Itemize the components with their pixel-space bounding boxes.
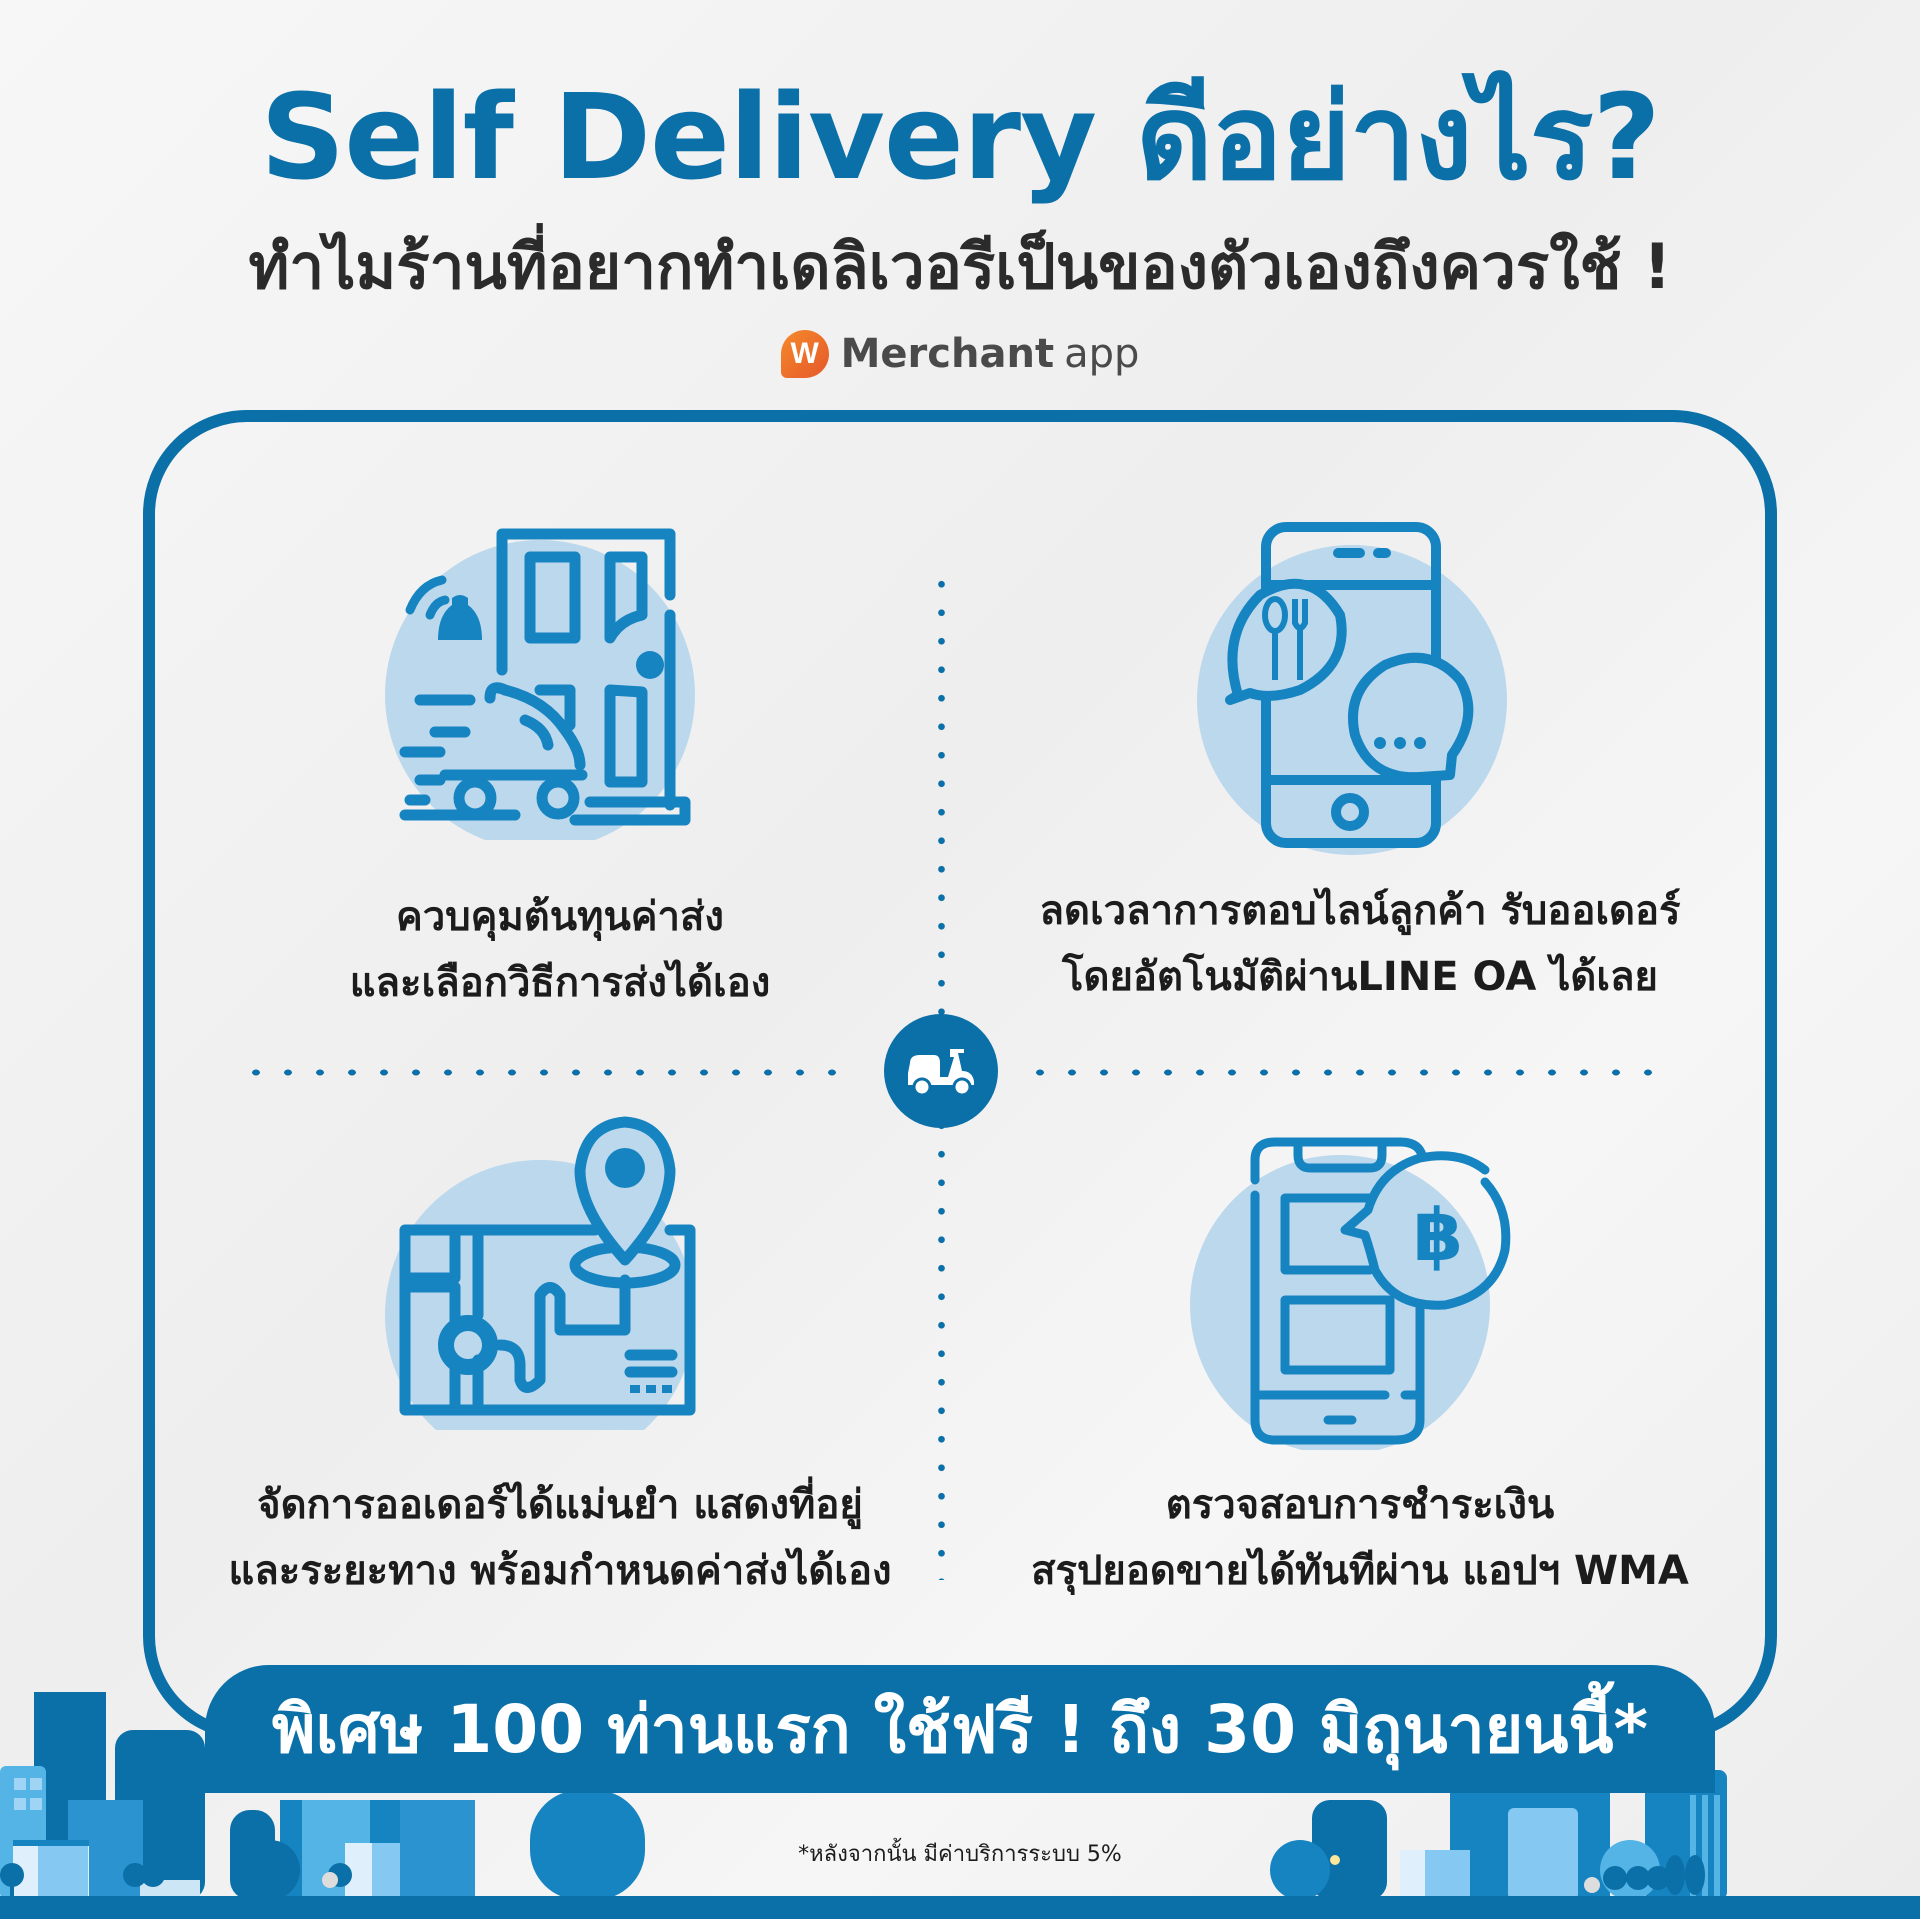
svg-text:฿: ฿ — [1413, 1193, 1463, 1277]
feature-1-text: ควบคุมต้นทุนค่าส่ง และเลือกวิธีการส่งได้… — [200, 884, 920, 1016]
feature-3-icon-wrap — [380, 1110, 720, 1470]
promo-banner: พิเศษ 100 ท่านแรก ใช้ฟรี ! ถึง 30 มิถุนา… — [205, 1665, 1715, 1793]
brand-suffix: app — [1064, 331, 1140, 377]
feature-4-text: ตรวจสอบการชำระเงิน สรุปยอดขายได้ทันทีผ่า… — [1000, 1472, 1720, 1604]
feature-4-line-1: ตรวจสอบการชำระเงิน — [1165, 1482, 1555, 1528]
feature-2-line-1: ลดเวลาการตอบไลน์ลูกค้า รับออเดอร์ — [1039, 888, 1681, 934]
promo-banner-text: พิเศษ 100 ท่านแรก ใช้ฟรี ! ถึง 30 มิถุนา… — [271, 1690, 1649, 1768]
feature-3-text: จัดการออเดอร์ได้แม่นยำ แสดงที่อยู่ และระ… — [200, 1472, 920, 1604]
feature-1-line-2: และเลือกวิธีการส่งได้เอง — [349, 960, 771, 1006]
horizontal-dotted-divider-left — [240, 1068, 860, 1077]
page-title: Self Delivery ดีอย่างไร? — [260, 68, 1661, 206]
feature-2-icon-wrap — [1180, 515, 1520, 855]
feature-4-icon-wrap: ฿ — [1180, 1130, 1520, 1470]
horizontal-dotted-divider-right — [1024, 1068, 1664, 1077]
merchant-app-logo-icon: W — [780, 330, 829, 378]
page-subtitle: ทำไมร้านที่อยากทำเดลิเวอรีเป็นของตัวเองถ… — [248, 230, 1672, 303]
map-location-pin-icon — [385, 1116, 696, 1470]
feature-2-line-2: โดยอัตโนมัติผ่านLINE OA ได้เลย — [1062, 954, 1658, 1000]
phone-baht-payment-icon: ฿ — [1190, 1137, 1511, 1455]
feature-3-line-1: จัดการออเดอร์ได้แม่นยำ แสดงที่อยู่ — [257, 1482, 863, 1528]
door-delivery-icon — [385, 528, 695, 850]
feature-3-line-2: และระยะทาง พร้อมกำหนดค่าส่งได้เอง — [228, 1548, 892, 1594]
feature-1-line-1: ควบคุมต้นทุนค่าส่ง — [396, 894, 724, 940]
city-skyline-illustration — [0, 1692, 1920, 1919]
phone-chat-order-icon — [1197, 522, 1507, 855]
promo-footnote: *หลังจากนั้น มีค่าบริการระบบ 5% — [798, 1842, 1122, 1867]
feature-2-text: ลดเวลาการตอบไลน์ลูกค้า รับออเดอร์ โดยอัต… — [1000, 878, 1720, 1010]
center-badge — [884, 1014, 998, 1128]
brand-name: Merchant — [840, 331, 1055, 377]
brand-logo-group: W Merchant app — [0, 330, 1920, 378]
feature-1-icon-wrap — [380, 520, 720, 860]
feature-4-line-2: สรุปยอดขายได้ทันทีผ่าน แอปฯ WMA — [1031, 1548, 1689, 1594]
scooter-icon — [908, 1049, 974, 1097]
